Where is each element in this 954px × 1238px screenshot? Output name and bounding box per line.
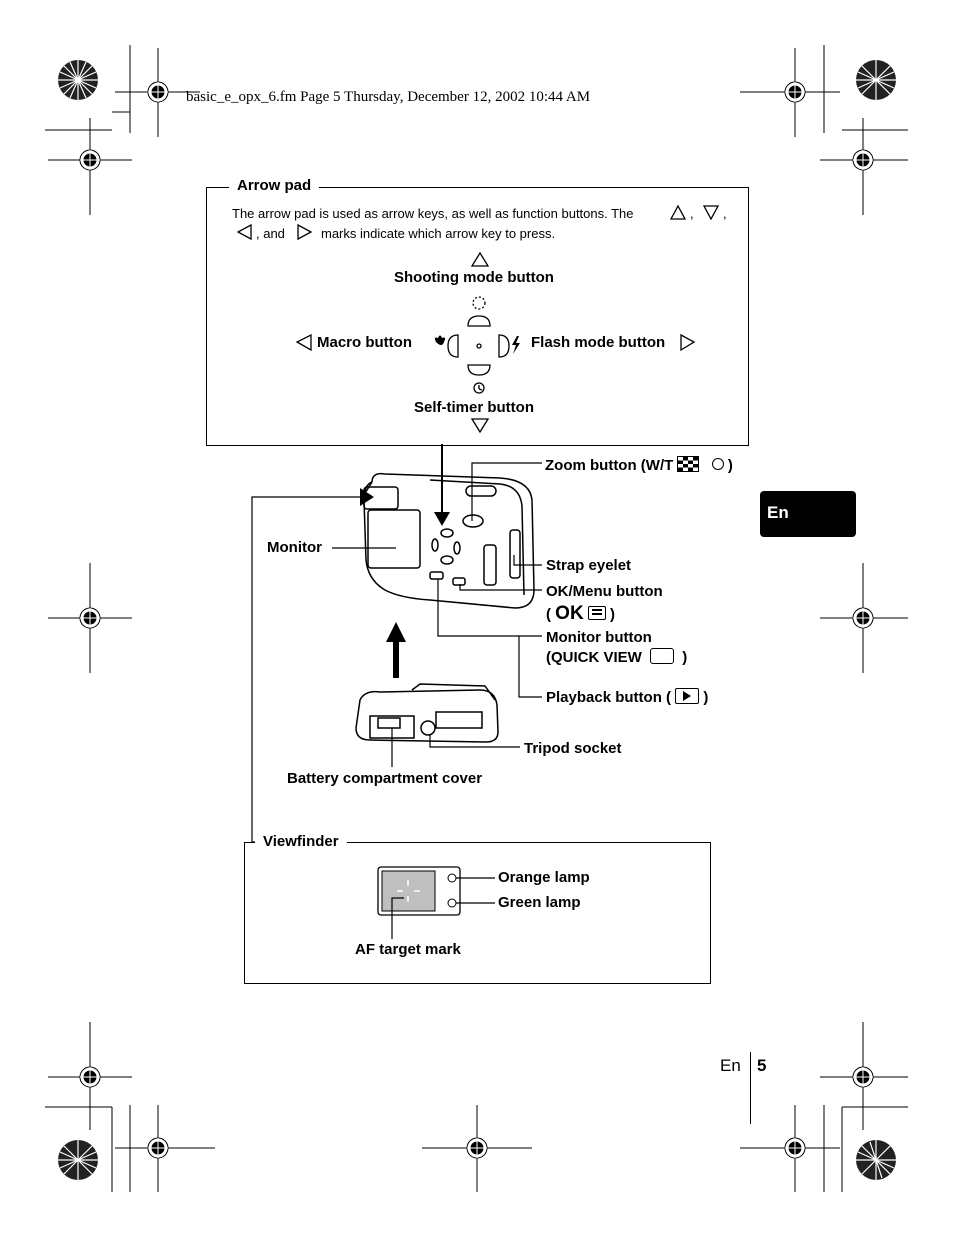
document-header: basic_e_opx_6.fm Page 5 Thursday, Decemb… xyxy=(186,89,591,105)
quick-view-label: (QUICK VIEW ) xyxy=(546,648,688,666)
self-timer-label: Self-timer button xyxy=(414,399,534,416)
viewfinder-title: Viewfinder xyxy=(255,833,347,850)
arrow-pad-intro-1: The arrow pad is used as arrow keys, as … xyxy=(232,206,634,221)
and-text: , and xyxy=(256,226,285,241)
af-target-label: AF target mark xyxy=(355,941,461,958)
page-number: 5 xyxy=(757,1056,767,1075)
crosshair-target-icon xyxy=(115,48,200,137)
quick-view-icon xyxy=(650,648,675,664)
shooting-mode-label: Shooting mode button xyxy=(394,269,554,286)
menu-list-icon xyxy=(587,606,606,620)
starburst-icon xyxy=(58,60,98,100)
arrow-pad-intro-2: marks indicate which arrow key to press. xyxy=(321,226,556,241)
arrow-pad-title: Arrow pad xyxy=(229,177,320,194)
strap-eyelet-label: Strap eyelet xyxy=(546,557,632,574)
footer-lang: En xyxy=(720,1056,741,1075)
monitor-button-label: Monitor button xyxy=(546,629,652,646)
flash-mode-label: Flash mode button xyxy=(531,334,666,351)
tripod-socket-label: Tripod socket xyxy=(524,740,622,757)
magnifier-icon xyxy=(711,458,724,470)
comma-1: , xyxy=(690,206,694,221)
language-tab: En xyxy=(760,491,856,537)
monitor-label: Monitor xyxy=(267,539,322,556)
arrow-pad-box xyxy=(206,187,749,446)
battery-cover-label: Battery compartment cover xyxy=(287,770,483,787)
ok-menu-label: OK/Menu button xyxy=(546,583,663,600)
green-lamp-label: Green lamp xyxy=(498,894,581,911)
play-icon xyxy=(675,688,700,704)
index-grid-icon xyxy=(677,456,700,472)
viewfinder-box xyxy=(244,842,711,984)
zoom-button-label: Zoom button (W/T ) xyxy=(545,456,733,474)
ok-symbol-line: ( OK ) xyxy=(546,603,616,624)
playback-label: Playback button ( ) xyxy=(546,688,709,706)
orange-lamp-label: Orange lamp xyxy=(498,869,590,886)
comma-2: , xyxy=(723,206,727,221)
macro-label: Macro button xyxy=(317,334,412,351)
footer-divider xyxy=(750,1052,751,1124)
